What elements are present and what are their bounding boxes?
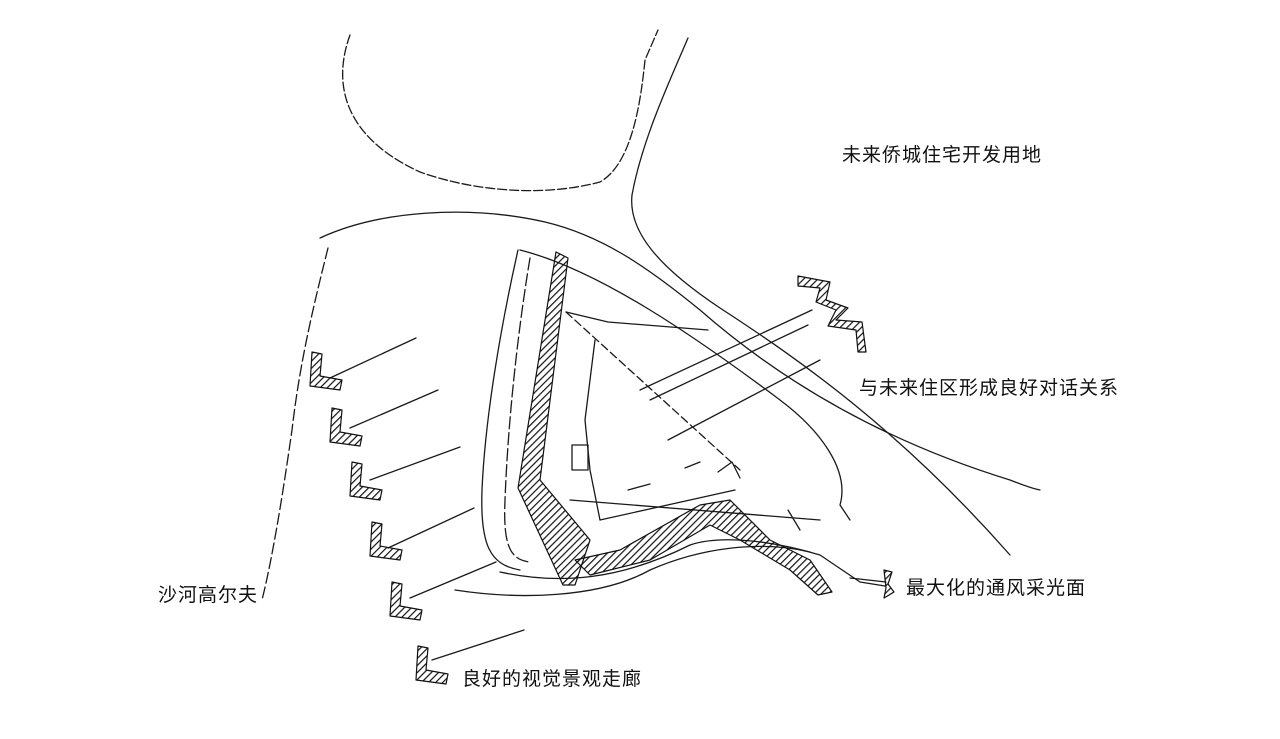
- view-arrow-2-shaft: [349, 389, 439, 429]
- road-edge-north-loop: [342, 29, 659, 192]
- building-wall-south: [574, 499, 833, 596]
- sightline-2: [639, 309, 813, 391]
- label-view-corridor: 良好的视觉景观走廊: [462, 668, 643, 690]
- building-bottom-line: [499, 539, 886, 587]
- building-wall-west: [517, 251, 591, 586]
- view-arrow-4-shaft: [387, 507, 475, 549]
- label-development-land: 未来侨城住宅开发用地: [842, 144, 1043, 166]
- view-arrow-1-shaft: [329, 337, 417, 379]
- view-arrow-6-shaft: [431, 629, 525, 661]
- label-ventilation: 最大化的通风采光面: [906, 577, 1087, 599]
- building-inner-line: [584, 339, 601, 521]
- building-inner-line-2: [599, 489, 736, 521]
- building-inner-edge: [565, 311, 709, 331]
- sightline-3: [649, 324, 809, 401]
- view-arrow-2-head: [329, 407, 363, 447]
- view-arrow-3-head: [349, 461, 383, 501]
- road-edge-west: [261, 247, 329, 601]
- ventilation-leader: [849, 577, 887, 583]
- label-dialogue: 与未来住区形成良好对话关系: [859, 377, 1120, 399]
- view-arrow-5-shaft: [409, 561, 497, 599]
- label-golf: 沙河高尔夫: [158, 584, 259, 606]
- window-detail-1: [571, 444, 589, 471]
- ventilation-arrow-head: [883, 569, 895, 599]
- view-arrow-4-head: [369, 521, 403, 561]
- building-dashed-diagonal: [565, 311, 741, 471]
- road-parallel-west-2: [504, 257, 531, 563]
- view-arrow-1-head: [309, 351, 343, 391]
- window-detail-4: [787, 509, 801, 531]
- window-detail-5: [717, 461, 741, 479]
- sightline-4: [667, 359, 821, 441]
- window-detail-3: [684, 461, 701, 469]
- dialogue-arrow-head: [797, 275, 867, 353]
- road-parallel-west: [481, 249, 521, 571]
- view-arrow-5-head: [389, 581, 423, 621]
- site-outline-top: [519, 249, 851, 521]
- view-arrow-3-shaft: [369, 446, 461, 481]
- view-arrow-6-head: [415, 645, 449, 685]
- road-edge-curve: [319, 211, 1041, 491]
- window-detail-2: [627, 483, 651, 491]
